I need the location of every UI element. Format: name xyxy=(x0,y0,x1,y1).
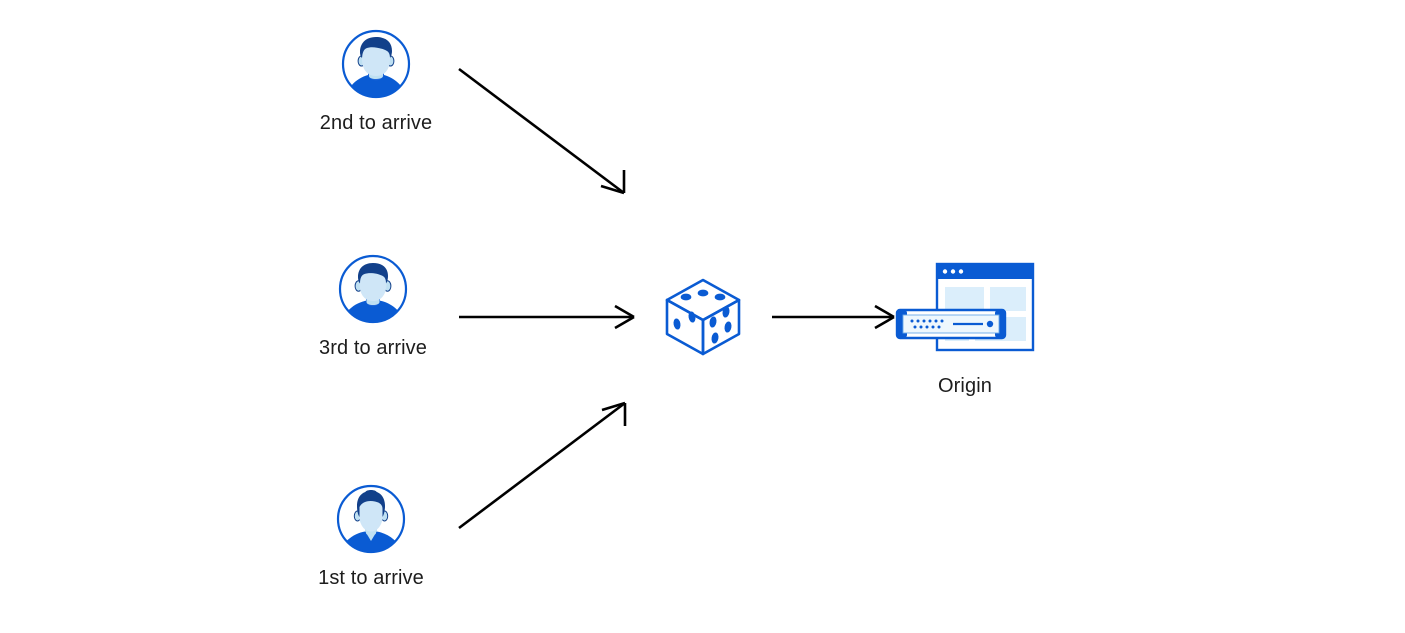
node-label: 2nd to arrive xyxy=(319,112,433,134)
node-user-2nd-to-arrive[interactable]: 2nd to arrive xyxy=(308,28,444,135)
node-label: Origin xyxy=(938,375,992,397)
user-avatar-icon xyxy=(335,483,407,555)
node-user-1st-to-arrive[interactable]: 1st to arrive xyxy=(303,483,439,590)
node-origin[interactable]: Origin xyxy=(893,258,1037,398)
node-label: 1st to arrive xyxy=(318,567,424,589)
arrow-user-2nd-to-dice xyxy=(458,67,626,195)
server-device-icon xyxy=(895,308,1007,340)
origin-server-icon xyxy=(895,258,1035,363)
arrow-user-1st-to-dice xyxy=(458,401,627,530)
user-avatar-icon xyxy=(337,253,409,325)
arrow-user-3rd-to-dice xyxy=(459,304,635,330)
node-randomizer-dice[interactable] xyxy=(658,272,748,362)
dice-icon xyxy=(658,272,748,362)
node-label: 3rd to arrive xyxy=(318,337,427,359)
arrow-dice-to-origin xyxy=(772,304,895,330)
node-user-3rd-to-arrive[interactable]: 3rd to arrive xyxy=(305,253,441,360)
user-avatar-icon xyxy=(340,28,412,100)
